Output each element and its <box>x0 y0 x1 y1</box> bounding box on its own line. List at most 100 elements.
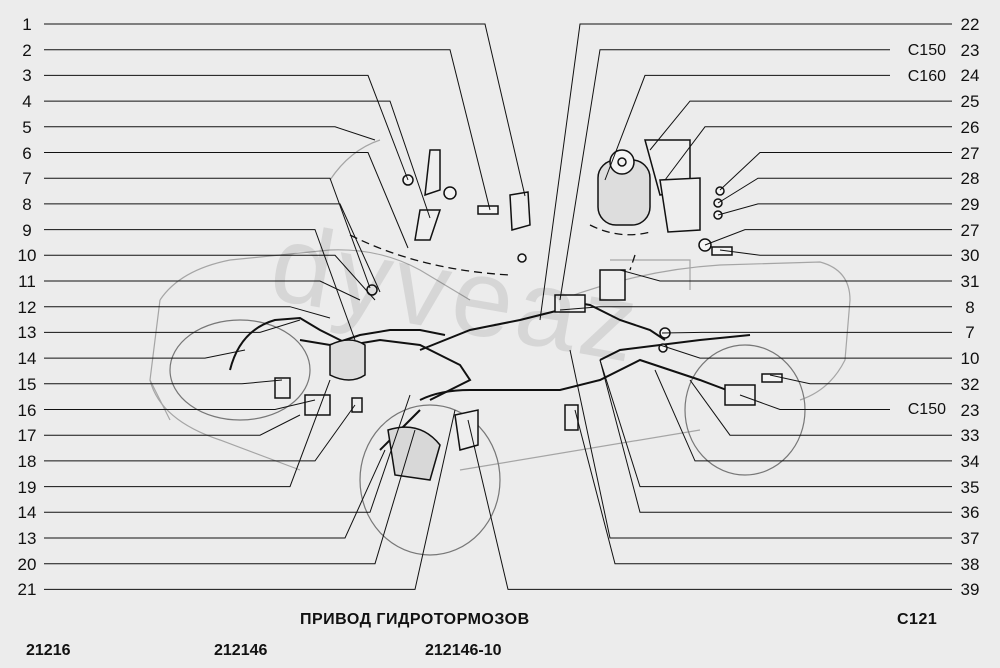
callout-right-20: 36 <box>960 503 980 523</box>
leader-line-right-12 <box>559 306 952 311</box>
master-cylinder <box>597 139 701 233</box>
callout-left-22: 20 <box>17 554 37 574</box>
callout-right-22: 38 <box>960 554 980 574</box>
leader-line-right-17 <box>689 379 952 436</box>
callout-right-6: 27 <box>960 143 980 163</box>
callout-right-5: 26 <box>960 117 980 137</box>
leader-line-right-21 <box>569 349 952 539</box>
callout-left-12: 12 <box>17 297 37 317</box>
leader-line-right-14 <box>659 344 952 359</box>
callout-left-10: 10 <box>17 246 37 266</box>
leader-line-left-14 <box>44 349 246 359</box>
leader-line-left-20 <box>44 394 411 513</box>
callout-right-1: 22 <box>960 15 980 34</box>
callout-left-14: 14 <box>17 349 37 369</box>
fasteners <box>366 174 783 383</box>
leader-line-right-18 <box>654 369 952 462</box>
leader-line-left-16 <box>44 399 316 410</box>
leader-line-left-1 <box>44 23 526 197</box>
callout-left-6: 6 <box>22 143 32 163</box>
callout-right-13: 7 <box>965 323 975 343</box>
callout-right-8: 29 <box>960 194 980 214</box>
callout-left-9: 9 <box>22 220 32 240</box>
model-label-1: 21216 <box>26 642 71 659</box>
leader-line-right-15 <box>769 374 952 385</box>
leader-line-right-22 <box>574 409 952 565</box>
callout-right-9: 27 <box>960 220 980 240</box>
leader-line-right-1 <box>539 23 952 321</box>
callout-left-20: 14 <box>17 503 37 523</box>
model-label-2: 212146 <box>214 642 268 659</box>
callout-left-8: 8 <box>22 194 32 214</box>
leader-line-left-9 <box>44 229 356 341</box>
leader-line-left-11 <box>44 280 361 301</box>
model-label-3: 212146-10 <box>425 642 502 659</box>
callout-left-23: 21 <box>17 580 37 600</box>
callout-right-12: 8 <box>965 297 975 317</box>
front-left-wheel <box>169 319 311 421</box>
callout-right-17: 33 <box>960 426 980 446</box>
callout-right-18: 34 <box>960 451 980 471</box>
leader-line-left-5 <box>44 126 376 141</box>
leader-line-left-4 <box>44 100 431 219</box>
leader-line-right-7 <box>717 177 952 204</box>
leader-line-right-6 <box>719 152 952 191</box>
callout-left-5: 5 <box>22 117 32 137</box>
leader-line-right-9 <box>704 229 952 246</box>
leader-line-left-3 <box>44 74 409 181</box>
leader-line-left-18 <box>44 404 356 462</box>
callout-right-16: 23 <box>960 400 980 420</box>
callout-left-4: 4 <box>22 92 32 112</box>
callout-left-1: 1 <box>22 15 32 34</box>
leader-line-left-23 <box>44 409 456 590</box>
code-c150-lower: C150 <box>907 401 946 418</box>
leader-line-left-19 <box>44 379 331 488</box>
brackets <box>274 149 756 481</box>
leader-line-right-16 <box>739 394 890 410</box>
callout-right-3: 24 <box>960 66 980 86</box>
callout-right-15: 32 <box>960 374 980 394</box>
callout-left-3: 3 <box>22 66 32 86</box>
leader-line-right-2 <box>559 49 890 301</box>
callout-left-2: 2 <box>22 40 32 60</box>
callout-left-15: 15 <box>17 374 37 394</box>
rear-left-wheel <box>359 404 501 556</box>
leader-line-left-12 <box>44 306 331 319</box>
leader-line-right-4 <box>649 100 952 151</box>
leader-line-right-5 <box>664 126 952 181</box>
leader-line-left-15 <box>44 379 283 385</box>
leader-line-right-11 <box>619 269 952 282</box>
callout-right-4: 25 <box>960 92 980 112</box>
callout-left-19: 19 <box>17 477 37 497</box>
leader-line-left-8 <box>44 203 381 293</box>
callout-left-11: 11 <box>18 272 36 291</box>
callout-right-7: 28 <box>960 169 980 189</box>
page-code: C121 <box>897 611 938 628</box>
leader-line-right-23 <box>467 419 952 590</box>
leader-line-left-7 <box>44 177 371 289</box>
callout-right-21: 37 <box>960 529 980 548</box>
leader-line-left-17 <box>44 414 301 436</box>
callout-right-23: 39 <box>960 580 980 600</box>
callout-left-21: 13 <box>17 529 37 548</box>
callout-left-18: 18 <box>17 451 37 471</box>
leader-line-right-3 <box>604 74 890 181</box>
callout-right-10: 30 <box>960 246 980 266</box>
leader-line-left-21 <box>44 449 386 539</box>
callout-left-16: 16 <box>17 400 37 420</box>
code-c150-top: C150 <box>907 42 946 59</box>
leader-line-right-10 <box>719 249 952 256</box>
leader-line-left-10 <box>44 254 376 301</box>
leader-line-right-8 <box>717 203 952 216</box>
code-c160: C160 <box>907 68 946 85</box>
leader-line-right-13 <box>661 331 952 334</box>
leader-line-left-22 <box>44 429 416 565</box>
callout-right-14: 10 <box>960 349 980 369</box>
callout-left-13: 13 <box>17 323 37 343</box>
callout-left-7: 7 <box>22 169 32 189</box>
dashed-guides <box>349 224 651 276</box>
leader-line-left-2 <box>44 49 491 211</box>
diagram-title: ПРИВОД ГИДРОТОРМОЗОВ <box>300 611 530 628</box>
